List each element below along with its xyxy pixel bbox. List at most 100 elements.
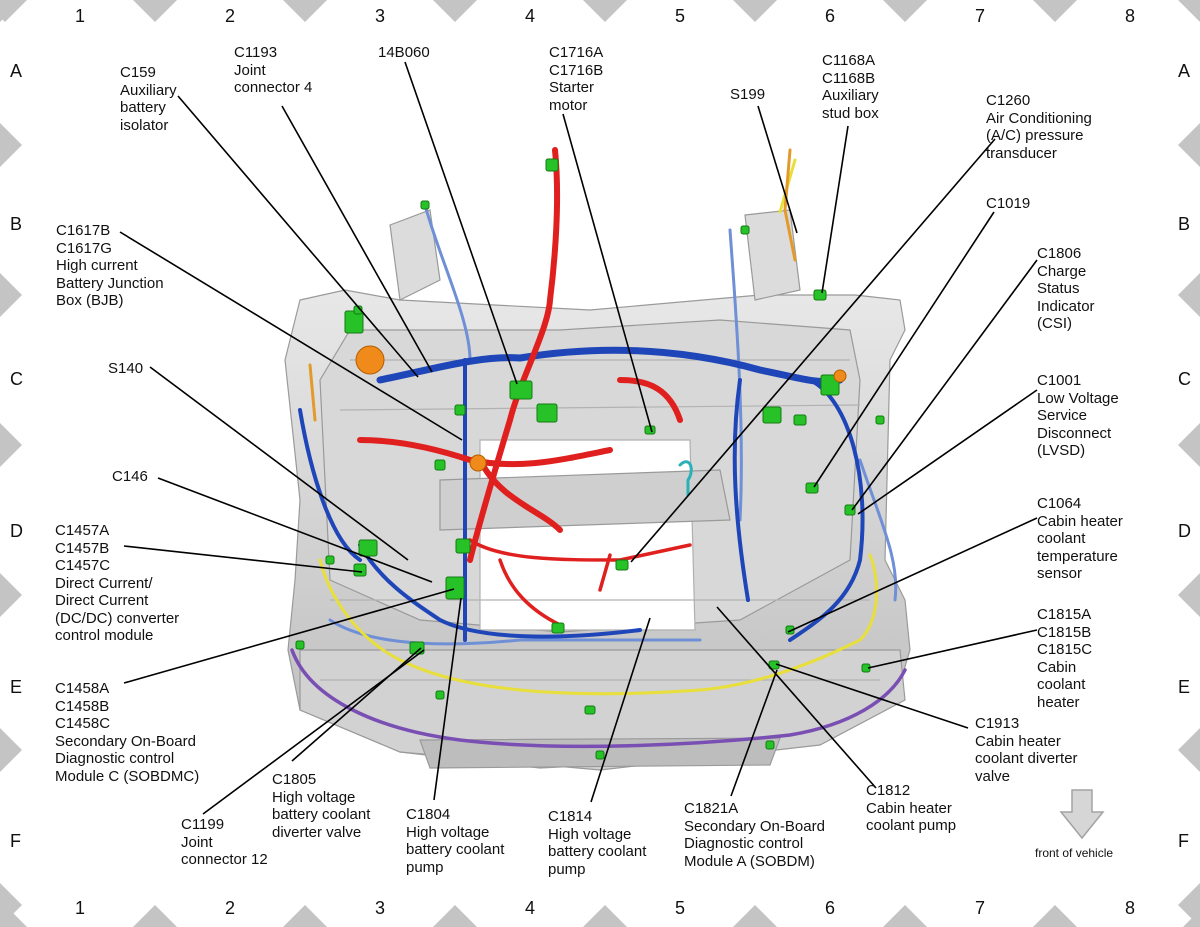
grid-row-label: C (1178, 369, 1191, 389)
callout-line: Module A (SOBDM) (684, 852, 815, 870)
grid-row-label: C (10, 369, 23, 389)
leader-line-c1821 (730, 669, 778, 797)
callout-line: C1812 (866, 782, 911, 799)
callout-line: Battery Junction (56, 274, 164, 292)
callout-line: coolant diverter (975, 750, 1078, 767)
callout-line: heater (1037, 693, 1080, 711)
callout-line: (DC/DC) converter (55, 609, 180, 627)
callout-line: Cabin heater (1037, 512, 1123, 530)
border-diamond (883, 905, 927, 927)
callout-line: Service (1037, 407, 1088, 424)
light-blue-harness (328, 203, 898, 646)
connector-block (409, 641, 425, 655)
callout-line: battery coolant (548, 843, 647, 860)
callout-line: connector 12 (181, 851, 268, 868)
callout-line: S140 (108, 360, 144, 377)
callout-line: C1168B (822, 69, 876, 87)
leader-line-c1716 (562, 113, 653, 433)
leader-line-c1457 (123, 545, 363, 573)
border-diamond (1178, 273, 1200, 317)
callout-line: C1260 (986, 92, 1031, 109)
connector-block (765, 740, 775, 750)
callout-line: C1617B (56, 222, 111, 239)
leader-line-c1001 (857, 389, 1038, 515)
border-diamond (0, 0, 22, 22)
border-diamond (433, 905, 477, 927)
border-diamond (0, 728, 22, 772)
red-harness-2 (468, 538, 692, 627)
callout-line: Diagnostic control (684, 835, 804, 852)
leader-line-c1193 (281, 105, 433, 373)
callout-line: Joint (234, 61, 266, 79)
leader-line-c146 (157, 477, 433, 583)
grid-row-label: F (10, 831, 21, 851)
callout-line: Status (1037, 280, 1080, 297)
callout-line: C1457B (55, 539, 110, 557)
cyan-harness (678, 460, 693, 497)
border-diamond (283, 0, 327, 22)
callout-line: High current (56, 257, 138, 274)
grid-column-label: 7 (975, 6, 986, 26)
connector-block (434, 459, 446, 471)
border-diamond (733, 905, 777, 927)
callout-line: Indicator (1037, 297, 1095, 315)
border-diamond (0, 883, 22, 927)
leader-line-c159 (177, 95, 419, 378)
connector-block (509, 380, 533, 400)
grid-column-label: 4 (525, 6, 536, 26)
callout-line: High voltage (272, 788, 356, 806)
callout-14b060: 14B060 (378, 44, 430, 62)
wire-harnesses (290, 147, 907, 749)
callout-line: Auxiliary (120, 81, 177, 99)
border-diamond (0, 273, 22, 317)
callout-s140: S140 (108, 360, 143, 378)
callout-line: stud box (822, 104, 879, 122)
callout-line: C1806 (1037, 245, 1082, 262)
border-diamond (1178, 728, 1200, 772)
grid-row-label: E (10, 677, 23, 697)
callout-line: (CSI) (1037, 315, 1072, 332)
callout-line: connector 4 (234, 79, 313, 96)
blue-harness-2 (298, 358, 865, 642)
purple-harness (290, 648, 907, 749)
callout-line: C1457A (55, 522, 110, 539)
callout-line: Secondary On-Board (684, 817, 825, 835)
callout-line: C1168A (822, 52, 876, 69)
orange-component (355, 345, 385, 375)
grid-row-label: F (1178, 831, 1189, 851)
callout-line: 14B060 (378, 44, 430, 61)
callout-line: C1457C (55, 557, 111, 574)
connector-block (545, 158, 559, 172)
grid-row-label: E (1178, 677, 1191, 697)
callout-line: C1617G (56, 239, 112, 257)
callout-line: battery (120, 99, 166, 116)
connector-block (455, 538, 471, 554)
callout-line: temperature (1037, 547, 1118, 565)
blue-harness (376, 346, 844, 386)
callout-line: C1815C (1037, 641, 1093, 658)
grid-row-label: D (10, 521, 23, 541)
connector-block (584, 705, 596, 715)
callout-line: C1001 (1037, 372, 1082, 389)
leader-line-c1064 (787, 517, 1038, 633)
grid-column-label: 4 (525, 898, 536, 918)
border-diamond (1178, 123, 1200, 167)
callout-line: Starter (549, 79, 595, 96)
border-diamond (733, 0, 777, 22)
callout-line: (LVSD) (1037, 442, 1086, 459)
grid-row-label: B (1178, 214, 1191, 234)
connector-block (445, 576, 465, 600)
front-of-vehicle-note: front of vehicle (1035, 846, 1114, 860)
connector-block (536, 403, 558, 423)
border-diamond (0, 423, 22, 467)
connector-block (551, 622, 565, 634)
callout-line: High voltage (548, 825, 632, 843)
callout-line: Disconnect (1037, 424, 1112, 442)
